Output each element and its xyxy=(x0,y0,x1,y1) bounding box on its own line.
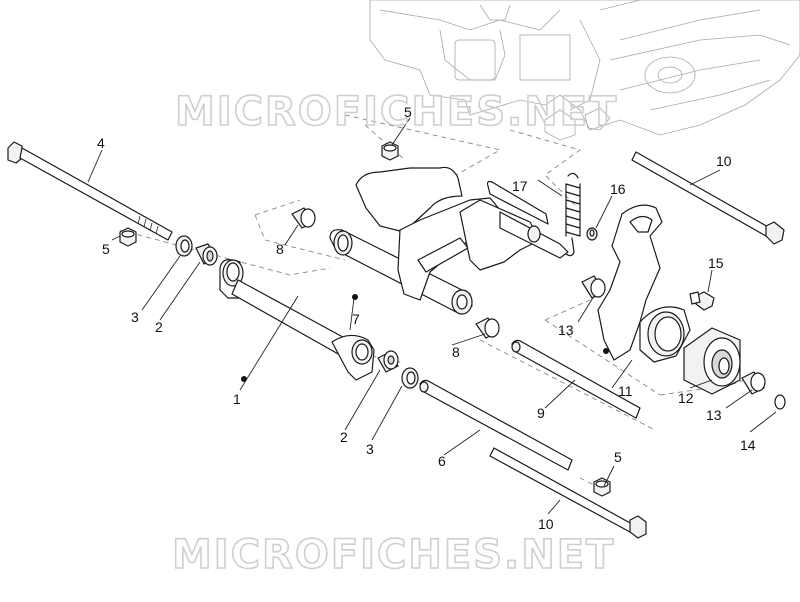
watermark-top: MICROFICHES.NET xyxy=(175,89,618,135)
part-14-circlip xyxy=(774,394,786,410)
callout-1: 1 xyxy=(233,391,241,407)
callout-16: 16 xyxy=(610,181,626,197)
callout-7: 7 xyxy=(352,311,360,327)
callout-13-lower: 13 xyxy=(706,407,722,423)
part-5-nut-top xyxy=(381,141,399,161)
part-13-bushing-upper xyxy=(581,275,606,299)
part-2-bushing-center xyxy=(377,350,399,373)
callout-13-upper: 13 xyxy=(558,322,574,338)
part-15-small-screw xyxy=(689,291,715,311)
part-1-swing-link xyxy=(219,259,375,382)
part-10-bolt-bottom xyxy=(489,447,647,539)
callout-6: 6 xyxy=(438,453,446,469)
part-7-engine-bracket xyxy=(329,166,569,315)
callout-labels: 4 5 5 5 3 2 1 8 7 8 2 3 6 10 10 17 16 15… xyxy=(97,104,756,532)
callout-3-left: 3 xyxy=(131,309,139,325)
callout-9: 9 xyxy=(537,405,545,421)
part-13-bushing-lower xyxy=(741,371,766,395)
callout-5-bottom: 5 xyxy=(614,449,622,465)
part-2-bushing-left xyxy=(195,243,218,266)
watermark-bottom: MICROFICHES.NET xyxy=(172,532,615,578)
callout-3-center: 3 xyxy=(366,441,374,457)
part-17-spring xyxy=(565,172,581,257)
part-6-pin xyxy=(419,379,573,471)
part-9-shaft xyxy=(511,339,641,419)
callout-15: 15 xyxy=(708,255,724,271)
callout-10-top: 10 xyxy=(716,153,732,169)
callout-8-upper: 8 xyxy=(276,241,284,257)
part-3-washer-center xyxy=(401,367,419,389)
part-8-bushing-upper xyxy=(291,207,316,229)
leader-lines xyxy=(87,117,777,515)
callout-5-left: 5 xyxy=(102,241,110,257)
callout-14: 14 xyxy=(740,437,756,453)
callout-17: 17 xyxy=(512,178,528,194)
callout-10-bottom: 10 xyxy=(538,516,554,532)
part-3-washer-left xyxy=(175,235,193,257)
callout-2-center: 2 xyxy=(340,429,348,445)
callout-2-left: 2 xyxy=(155,319,163,335)
part-5-nut-left xyxy=(119,227,137,247)
callout-4: 4 xyxy=(97,135,105,151)
part-8-bushing-lower xyxy=(475,317,500,339)
part-4-long-bolt xyxy=(7,141,173,241)
callout-8-lower: 8 xyxy=(452,344,460,360)
part-12-silent-block xyxy=(683,327,741,395)
callout-12: 12 xyxy=(678,390,694,406)
part-16-small-bushing xyxy=(586,227,598,241)
part-5-nut-bottom xyxy=(593,477,611,497)
part-10-bolt-top xyxy=(631,151,785,245)
engine-ghost-outline xyxy=(369,0,800,141)
part-11-silentblock-bracket xyxy=(597,204,691,363)
callout-11: 11 xyxy=(618,383,633,399)
callout-5-top: 5 xyxy=(404,104,412,120)
